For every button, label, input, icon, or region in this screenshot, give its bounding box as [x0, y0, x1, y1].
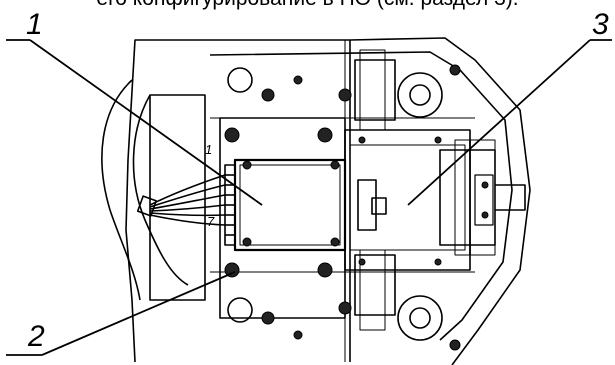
screw — [449, 64, 461, 76]
switch-cap — [371, 197, 387, 215]
callout-1: 1 — [26, 8, 43, 41]
screw — [293, 75, 303, 85]
left-curve-inner — [132, 94, 189, 286]
screw — [261, 311, 275, 325]
board — [233, 158, 347, 252]
left-plate — [149, 94, 206, 301]
callout-3: 3 — [592, 8, 609, 41]
screw — [434, 258, 442, 266]
screw — [224, 127, 240, 143]
wire-harness — [149, 174, 226, 226]
screw — [317, 127, 333, 143]
lower-disk — [397, 295, 443, 341]
board-inner — [239, 164, 341, 246]
right-subplate — [349, 144, 466, 251]
screw — [338, 88, 352, 102]
screw — [261, 88, 275, 102]
left-disk-bottom — [227, 297, 253, 323]
rail-block — [439, 149, 496, 246]
upper-bracket — [354, 59, 396, 121]
screw — [358, 258, 366, 266]
lower-bracket — [354, 254, 396, 316]
right-plate — [344, 129, 471, 271]
connector-mark-bottom: 7 — [207, 214, 215, 229]
screw — [481, 181, 489, 189]
screw — [358, 136, 366, 144]
screw — [242, 160, 252, 170]
screw — [338, 301, 352, 315]
upper-disk — [397, 72, 443, 118]
switch-block — [357, 179, 377, 231]
screw — [330, 237, 340, 247]
connector-mark-top: 1 — [205, 142, 213, 157]
screw — [434, 136, 442, 144]
left-curve — [101, 79, 141, 301]
callout-2: 2 — [28, 320, 45, 353]
screw — [293, 330, 303, 340]
housing-outline — [125, 37, 531, 365]
wire-clip — [136, 195, 158, 217]
housing-inner-outline — [209, 51, 513, 341]
screw — [481, 211, 489, 219]
screw — [330, 160, 340, 170]
screw — [242, 237, 252, 247]
screw — [317, 262, 333, 278]
screw — [449, 339, 461, 351]
left-disk-top — [227, 67, 253, 93]
leader-2 — [41, 271, 236, 356]
leader-3 — [407, 39, 591, 206]
caption-fragment: его конфигурирование в ПО (см. раздел 3)… — [0, 0, 615, 11]
leader-1 — [29, 39, 263, 206]
screw — [224, 262, 240, 278]
central-plate — [219, 117, 346, 319]
